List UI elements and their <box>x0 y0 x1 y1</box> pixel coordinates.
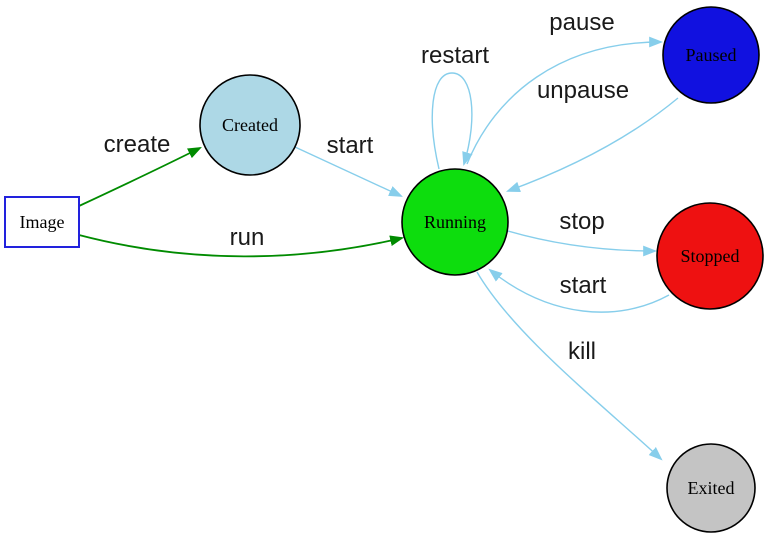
edge-create <box>78 147 202 207</box>
node-label-paused: Paused <box>686 45 737 65</box>
edge-pause <box>466 36 664 165</box>
edge-restart <box>431 72 473 170</box>
edge-label-start-1: start <box>327 132 374 159</box>
edge-start-2 <box>488 268 670 313</box>
node-label-image: Image <box>20 212 65 232</box>
edge-label-restart: restart <box>421 42 489 69</box>
node-exited <box>666 443 756 533</box>
edge-label-run: run <box>230 224 265 251</box>
node-stopped <box>656 202 764 310</box>
edge-kill <box>476 271 663 461</box>
node-label-running: Running <box>424 212 486 232</box>
node-label-created: Created <box>222 115 278 135</box>
node-label-stopped: Stopped <box>680 246 739 266</box>
edge-unpause <box>505 97 679 192</box>
node-image <box>4 196 80 248</box>
edge-label-start-2: start <box>560 272 607 299</box>
edge-label-unpause: unpause <box>537 77 629 104</box>
edge-label-create: create <box>104 131 171 158</box>
edge-stop <box>507 230 658 257</box>
edge-label-pause: pause <box>549 9 614 36</box>
node-created <box>199 74 301 176</box>
node-label-exited: Exited <box>688 478 735 498</box>
edge-run <box>78 234 405 258</box>
edge-label-kill: kill <box>568 338 596 365</box>
node-running <box>401 168 509 276</box>
edge-start-1 <box>294 146 403 197</box>
edge-label-stop: stop <box>559 208 604 235</box>
node-paused <box>662 6 760 104</box>
